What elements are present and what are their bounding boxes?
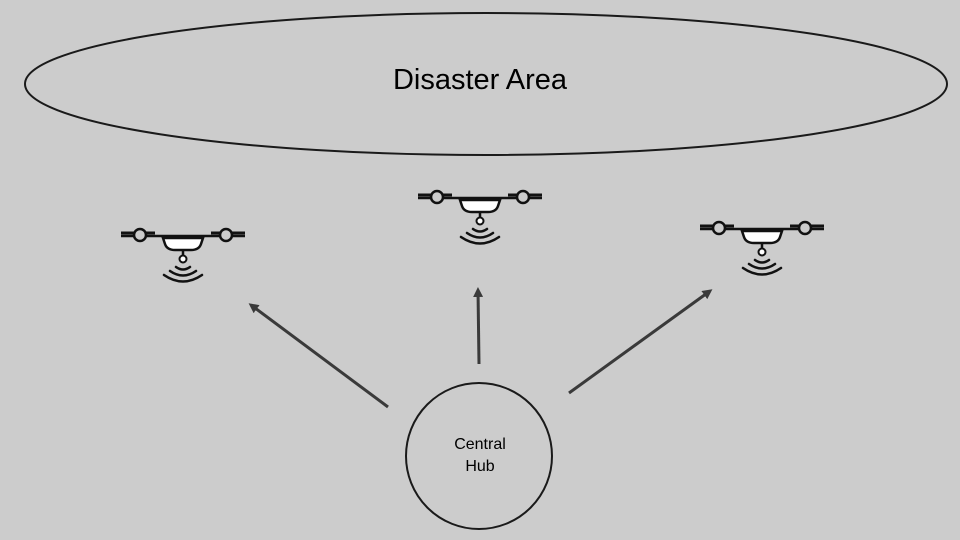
central-hub-label: Central Hub [420,434,540,478]
hub-label-line2: Hub [465,458,495,475]
central-hub-circle [405,382,553,530]
disaster-area-label: Disaster Area [392,64,568,96]
arrow-hub-to-drone-center [473,287,484,365]
drone-right [698,220,826,276]
drone-icon [416,189,544,245]
arrow-hub-to-drone-left [248,303,389,409]
drone-icon [119,227,247,283]
disaster-area-ellipse [24,12,948,156]
drone-center [416,189,544,245]
hub-label-line1: Central [454,436,506,453]
drone-left [119,227,247,283]
arrow-hub-to-drone-right [568,289,713,395]
drone-icon [698,220,826,276]
